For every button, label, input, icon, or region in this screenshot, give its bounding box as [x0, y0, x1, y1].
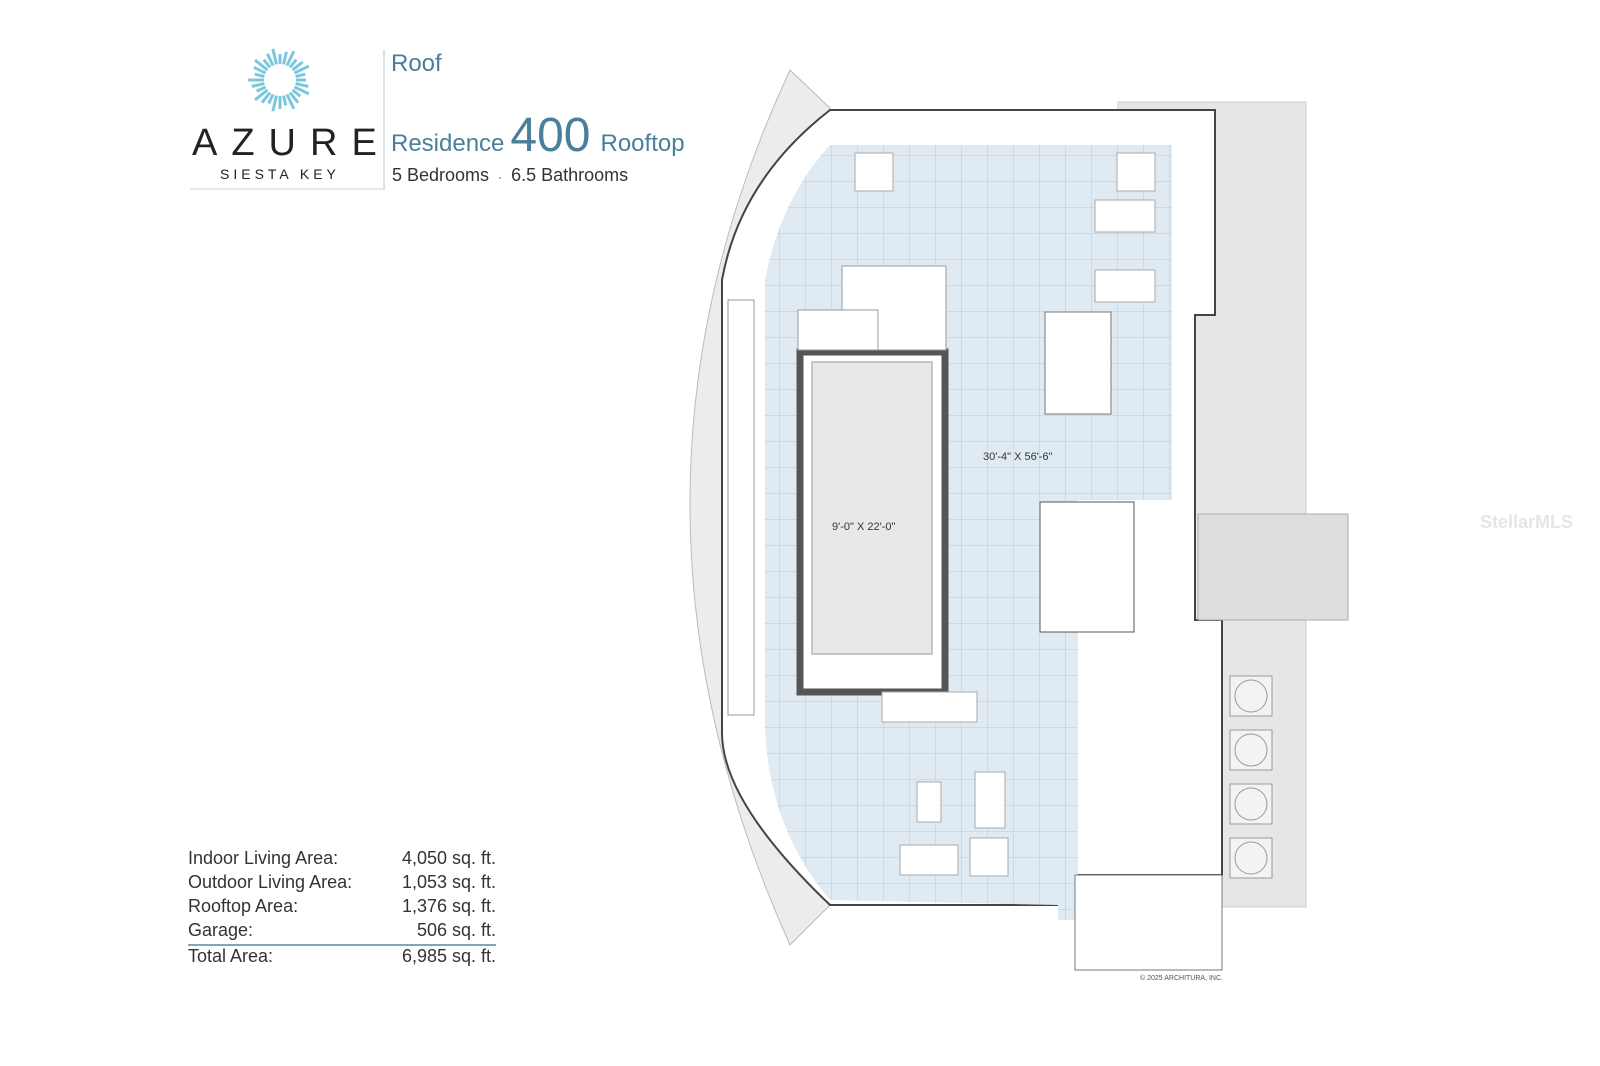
residence-number: 400	[510, 109, 591, 162]
separator: ·	[498, 170, 503, 184]
logo-ray	[291, 60, 304, 72]
area-value: 506 sq. ft.	[416, 920, 496, 940]
planter	[1116, 152, 1156, 192]
area-row: Indoor Living Area: 4,050 sq. ft.	[188, 848, 496, 872]
logo-ray	[260, 91, 272, 104]
planter-strip	[727, 299, 755, 716]
area-table: Indoor Living Area: 4,050 sq. ft. Outdoor…	[188, 848, 496, 968]
planter-box	[797, 309, 879, 351]
pool-bench	[881, 691, 978, 723]
area-label: Indoor Living Area:	[188, 848, 339, 868]
logo-ray	[293, 64, 310, 75]
area-value: 1,053 sq. ft.	[401, 872, 496, 892]
area-label: Garage:	[188, 920, 254, 940]
area-label: Total Area:	[188, 946, 274, 966]
bedrooms: 5 Bedrooms	[392, 165, 490, 185]
logo-ray	[271, 95, 278, 112]
logo-ray	[271, 48, 278, 65]
divider	[383, 50, 385, 190]
chair	[974, 771, 1006, 829]
planter	[969, 837, 1009, 877]
residence-suffix: Rooftop	[600, 130, 685, 157]
logo-ray	[295, 82, 309, 88]
logo-ray	[253, 66, 267, 75]
divider	[190, 188, 384, 190]
elevator-box	[1039, 501, 1135, 633]
logo-ray	[254, 72, 265, 78]
logo-ray	[282, 51, 288, 65]
stair-core	[1044, 311, 1112, 415]
exit-stair	[1074, 874, 1223, 971]
logo-ray	[295, 72, 306, 78]
area-label: Rooftop Area:	[188, 896, 299, 916]
pool	[811, 361, 933, 655]
chair	[916, 781, 942, 823]
logo-ray	[254, 88, 269, 102]
brand-name: AZURE	[192, 122, 391, 164]
planter	[854, 152, 894, 192]
logo-ray	[288, 91, 300, 104]
pool-dimensions: 9'-0" X 22'-0"	[832, 521, 895, 533]
logo-ray	[266, 53, 275, 67]
logo-sunburst-icon	[248, 48, 310, 112]
copyright: © 2025 ARCHITURA, INC.	[1140, 975, 1223, 982]
logo-ray	[288, 58, 298, 69]
watermark: StellarMLS	[1480, 512, 1574, 532]
area-row: Garage: 506 sq. ft.	[188, 920, 496, 944]
logo-ray	[255, 85, 267, 93]
stair-landing	[1197, 513, 1349, 621]
residence-prefix: Residence	[391, 130, 505, 157]
area-row-total: Total Area: 6,985 sq. ft.	[188, 944, 496, 968]
logo-ray	[285, 93, 296, 110]
area-label: Outdoor Living Area:	[188, 872, 353, 892]
logo-ray	[262, 58, 272, 69]
logo-ray	[254, 58, 269, 72]
logo-ray	[293, 85, 310, 96]
level-label: Roof	[391, 50, 442, 77]
logo-ray	[251, 82, 265, 88]
logo-ray	[291, 88, 302, 98]
area-value: 1,376 sq. ft.	[401, 896, 496, 916]
bathrooms: 6.5 Bathrooms	[511, 165, 629, 185]
area-row: Outdoor Living Area: 1,053 sq. ft.	[188, 872, 496, 896]
area-value: 4,050 sq. ft.	[401, 848, 496, 868]
brand-subtitle: SIESTA KEY	[220, 166, 340, 182]
lounge-chair	[1094, 269, 1156, 303]
logo-ray	[282, 95, 288, 106]
logo-ray	[267, 93, 275, 105]
area-row: Rooftop Area: 1,376 sq. ft.	[188, 896, 496, 920]
ac-fan-icons	[1229, 675, 1273, 879]
rooftop-dimensions: 30'-4" X 56'-6"	[983, 451, 1053, 463]
lounge-chair	[1094, 199, 1156, 233]
logo-ray	[285, 50, 296, 67]
room-summary: 5 Bedrooms · 6.5 Bathrooms	[392, 165, 628, 186]
area-value: 6,985 sq. ft.	[401, 946, 496, 966]
sofa	[899, 844, 959, 876]
